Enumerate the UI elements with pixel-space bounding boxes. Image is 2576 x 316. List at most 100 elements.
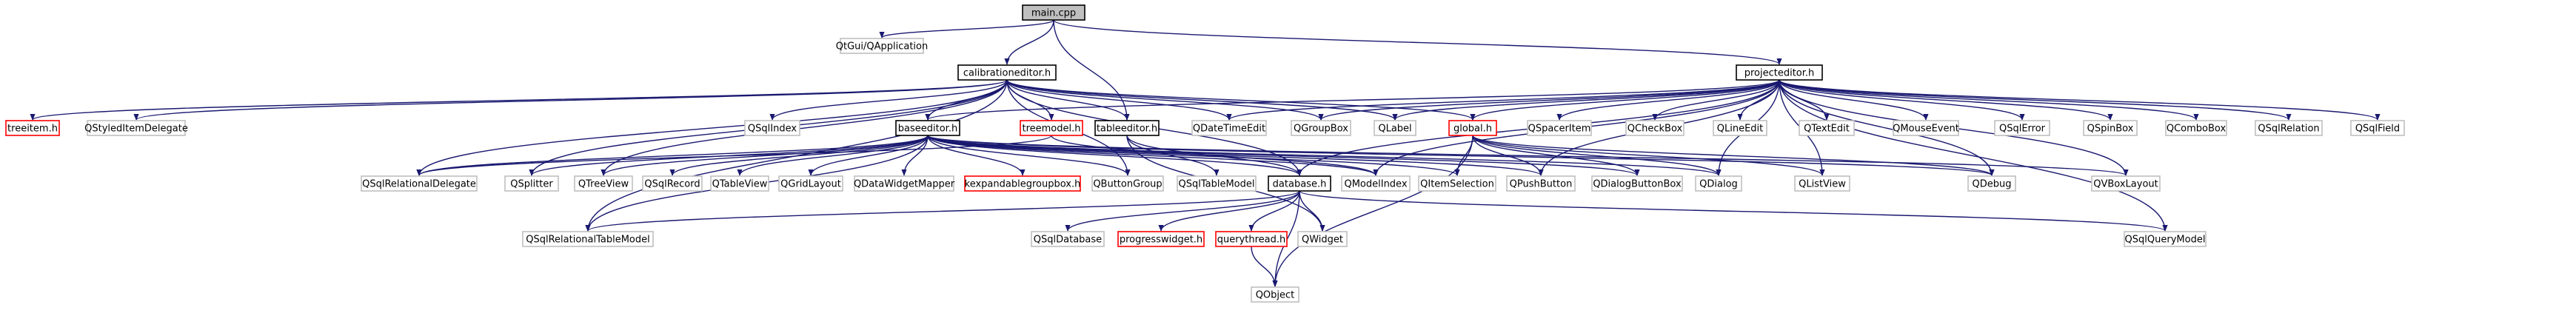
node-box xyxy=(895,120,960,136)
node-qgui-qapplication: QtGui/QApplication xyxy=(836,38,928,54)
node-label: QSqlTableModel xyxy=(1179,179,1255,190)
node-label: QSqlDatabase xyxy=(1034,235,1102,246)
node-calibrationeditor-h[interactable]: calibrationeditor.h xyxy=(957,64,1057,81)
node-box xyxy=(778,175,843,192)
node-box xyxy=(1091,175,1164,192)
edge-calibrationeditor_h-to-qgroupbox xyxy=(1006,79,1324,121)
edge-calibrationeditor_h-to-qlabel xyxy=(1006,79,1398,121)
node-tableeditor-h[interactable]: tableeditor.h xyxy=(1094,120,1160,136)
node-box xyxy=(1893,120,1959,136)
node-label: QSplitter xyxy=(510,179,553,190)
edge-main_cpp-to-projecteditor_h xyxy=(1053,19,1782,65)
node-database-h[interactable]: database.h xyxy=(1268,175,1331,192)
node-box xyxy=(642,175,703,192)
node-box xyxy=(1177,175,1257,192)
edge-database_h-to-qwidget xyxy=(1299,190,1325,232)
node-box xyxy=(87,120,186,136)
edge-projecteditor_h-to-qcombobox xyxy=(1779,79,2199,121)
node-label: QCheckBox xyxy=(1627,124,1683,135)
edge-global_h-to-qpushbutton xyxy=(1472,135,1544,176)
edge-baseeditor_h-to-qdatawidgetmapper xyxy=(901,135,929,176)
node-querythread-h[interactable]: querythread.h xyxy=(1215,231,1288,247)
node-label: QTreeView xyxy=(578,179,629,190)
edge-treemodel_h-to-qsqlrelationaldelegate xyxy=(416,135,1052,176)
node-box xyxy=(1448,120,1497,136)
edge-projecteditor_h-to-qspaceritem xyxy=(1556,79,1780,121)
node-label: QModelIndex xyxy=(1344,179,1407,190)
node-label: QDebug xyxy=(1973,179,2012,190)
edge-baseeditor_h-to-qitemselection xyxy=(927,135,1460,176)
node-label: QSqlRecord xyxy=(644,179,700,190)
node-label: QDialog xyxy=(1699,179,1738,190)
node-treemodel-h[interactable]: treemodel.h xyxy=(1020,120,1083,136)
node-progresswidget-h[interactable]: progresswidget.h xyxy=(1117,231,1205,247)
edge-querythread_h-to-qobject xyxy=(1251,246,1278,287)
node-kexpandablegroupbox-h[interactable]: kexpandablegroupbox.h xyxy=(964,175,1081,192)
node-qgridlayout: QGridLayout xyxy=(778,175,843,192)
node-qsqlrelationaltablemodel: QSqlRelationalTableModel xyxy=(522,231,654,247)
node-label: QTextEdit xyxy=(1804,124,1850,135)
node-label: QStyledItemDelegate xyxy=(84,124,188,135)
node-box xyxy=(1794,175,1850,192)
edge-projecteditor_h-to-qsqlerror xyxy=(1779,79,2025,121)
node-qtableview: QTableView xyxy=(710,175,769,192)
node-label: QButtonGroup xyxy=(1093,179,1162,190)
edge-baseeditor_h-to-qsqlrelationaldelegate xyxy=(416,135,929,176)
edge-main_cpp-to-tableeditor_h xyxy=(1053,19,1130,121)
edge-global_h-to-qlistview xyxy=(1472,135,1825,176)
edge-calibrationeditor_h-to-qdatetimeedit xyxy=(1006,79,1232,121)
node-qsqlrelation: QSqlRelation xyxy=(2255,120,2323,136)
node-label: database.h xyxy=(1273,179,1327,190)
node-qpushbutton: QPushButton xyxy=(1506,175,1576,192)
edge-baseeditor_h-to-qdialog xyxy=(927,135,1722,176)
node-box xyxy=(1967,175,2016,192)
edge-global_h-to-qdialog xyxy=(1472,135,1722,176)
node-label: QDataWidgetMapper xyxy=(854,179,955,190)
node-label: QSqlRelationalDelegate xyxy=(362,179,476,190)
edge-global_h-to-qobject xyxy=(1272,135,1473,287)
node-box xyxy=(1994,120,2050,136)
node-label: QSpinBox xyxy=(2087,124,2134,135)
edge-projecteditor_h-to-qdebug xyxy=(1779,79,1995,176)
node-box xyxy=(1297,231,1348,247)
node-box xyxy=(1341,175,1411,192)
node-label: QGridLayout xyxy=(780,179,841,190)
node-label: projecteditor.h xyxy=(1744,68,1815,79)
node-baseeditor-h[interactable]: baseeditor.h xyxy=(895,120,960,136)
edge-projecteditor_h-to-baseeditor_h xyxy=(925,79,1780,121)
node-label: QDialogButtonBox xyxy=(1593,179,1682,190)
node-label: QTableView xyxy=(712,179,768,190)
edge-database_h-to-querythread_h xyxy=(1248,190,1300,232)
node-box xyxy=(957,64,1057,81)
node-qsqlfield: QSqlField xyxy=(2350,120,2405,136)
edge-database_h-to-qsqlquerymodel xyxy=(1299,190,2168,232)
node-box xyxy=(1736,64,1823,81)
node-qspinbox: QSpinBox xyxy=(2083,120,2138,136)
node-label: QComboBox xyxy=(2167,124,2227,135)
edge-projecteditor_h-to-qspinbox xyxy=(1779,79,2113,121)
node-box xyxy=(1191,120,1267,136)
node-global-h[interactable]: global.h xyxy=(1448,120,1497,136)
node-qdebug: QDebug xyxy=(1967,175,2016,192)
node-qvboxlayout: QVBoxLayout xyxy=(2091,175,2161,192)
node-label: QSqlRelation xyxy=(2258,124,2319,135)
node-qtextedit: QTextEdit xyxy=(1799,120,1855,136)
node-treeitem-h[interactable]: treeitem.h xyxy=(5,120,60,136)
edge-calibrationeditor_h-to-qsqlrelationaldelegate xyxy=(416,79,1008,176)
node-box xyxy=(1215,231,1288,247)
node-projecteditor-h[interactable]: projecteditor.h xyxy=(1736,64,1823,81)
node-qtreeview: QTreeView xyxy=(574,175,633,192)
node-box xyxy=(1094,120,1160,136)
node-qdialogbuttonbox: QDialogButtonBox xyxy=(1591,175,1683,192)
node-qlabel: QLabel xyxy=(1374,120,1416,136)
node-box xyxy=(1695,175,1742,192)
node-label: baseeditor.h xyxy=(898,124,957,135)
edge-projecteditor_h-to-qsqlrelation xyxy=(1779,79,2292,121)
edge-database_h-to-progresswidget_h xyxy=(1158,190,1300,232)
node-qitemselection: QItemSelection xyxy=(1418,175,1496,192)
node-main-cpp[interactable]: main.cpp xyxy=(1022,4,1085,21)
node-label: calibrationeditor.h xyxy=(963,68,1051,79)
node-box xyxy=(1031,231,1105,247)
node-qdatawidgetmapper: QDataWidgetMapper xyxy=(854,175,955,192)
node-box xyxy=(504,175,559,192)
